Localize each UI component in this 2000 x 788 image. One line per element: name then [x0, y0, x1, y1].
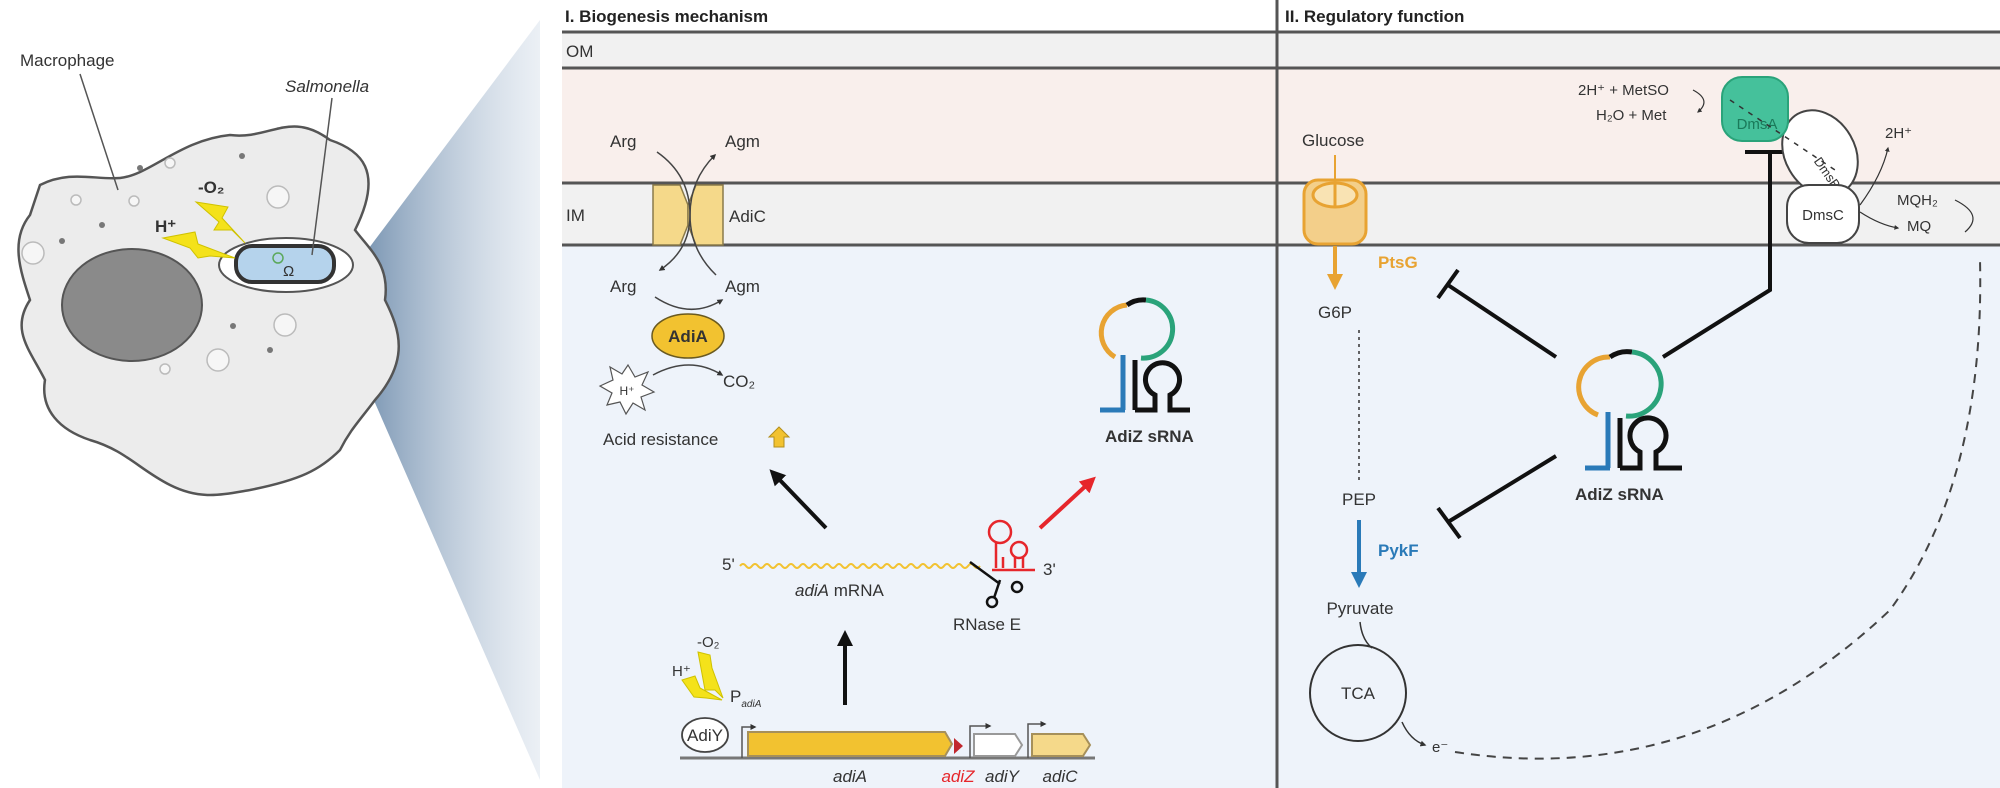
salmonella-label: Salmonella [285, 77, 369, 96]
promoter-label: PadiA [730, 687, 762, 710]
salmonella-cell [234, 244, 336, 284]
macrophage-pointer [79, 73, 119, 191]
five-prime-label: 5' [722, 555, 735, 574]
lightning-bolt-icon [194, 201, 246, 244]
svg-text:Ω: Ω [283, 263, 294, 280]
panel-two-title: II. Regulatory function [1285, 7, 1464, 26]
svg-text:-O₂: -O₂ [697, 634, 720, 651]
membrane-bands [562, 0, 2000, 788]
cell-panel: Ω -O₂ H⁺ Macrophage Salmonella [17, 20, 540, 780]
granules [59, 153, 273, 353]
tca-cycle [1309, 644, 1407, 742]
g6p-label: G6P [1318, 303, 1352, 322]
arg-in-label: Arg [610, 277, 636, 296]
agm-out-label: Agm [725, 132, 760, 151]
svg-text:H⁺: H⁺ [672, 663, 691, 680]
ptsg-label: PtsG [1378, 253, 1418, 272]
dmsc-subunit [1786, 184, 1860, 244]
svg-text:DmsC: DmsC [1802, 207, 1844, 224]
dmsa-subunit [1721, 76, 1789, 142]
adiz-srna-icon [1098, 297, 1190, 413]
svg-text:H⁺: H⁺ [620, 384, 635, 398]
ptsg-transporter [1302, 178, 1368, 246]
acid-resistance-label: Acid resistance [603, 430, 718, 449]
adia-enzyme [651, 313, 725, 359]
adic-transporter [652, 184, 724, 246]
operon: AdiY [680, 717, 1095, 760]
pep-label: PEP [1342, 490, 1376, 509]
macrophage-cell [17, 125, 400, 497]
om-label: OM [566, 42, 593, 61]
mrna-label: adiA mRNA [795, 581, 884, 600]
adiz-srna-icon [1576, 349, 1682, 471]
svg-text:AdiY: AdiY [687, 726, 723, 745]
lightning-bolt-icon [681, 675, 723, 701]
proton-burst-icon [598, 363, 656, 416]
up-arrow-icon [767, 426, 791, 448]
tca-label: TCA [1341, 684, 1376, 703]
proton-label: H⁺ [155, 217, 176, 236]
three-prime-label: 3' [1043, 560, 1056, 579]
adic-label: AdiC [729, 207, 766, 226]
adiy-regulator [681, 717, 729, 753]
electron-label: e⁻ [1432, 739, 1448, 756]
im-label: IM [566, 206, 585, 225]
gene-adia: adiA [833, 767, 867, 786]
salmonella-pointer [311, 97, 333, 256]
metso-label: 2H⁺ + MetSO [1578, 82, 1669, 99]
lightning-bolt-icon [161, 231, 236, 259]
two-h-label: 2H⁺ [1885, 125, 1912, 142]
glucose-label: Glucose [1302, 131, 1364, 150]
panel-biogenesis: I. Biogenesis mechanism OM IM AdiC Arg A… [565, 7, 1194, 786]
lightning-bolt-icon [697, 651, 724, 699]
adiz-srna-label: AdiZ sRNA [1105, 427, 1194, 446]
co2-label: CO₂ [723, 372, 755, 391]
red-srna-precursor [987, 519, 1035, 572]
zoom-cone [330, 20, 540, 780]
arg-out-label: Arg [610, 132, 636, 151]
gene-adiz: adiZ [941, 767, 975, 786]
gene-adiy: adiY [985, 767, 1021, 786]
processing-arrow [1038, 476, 1096, 530]
superoxide-label: -O₂ [198, 178, 224, 197]
inhibition-lines [1436, 150, 1795, 540]
adia-mrna [739, 563, 981, 569]
gene-adic: adiC [1043, 767, 1079, 786]
met-label: H₂O + Met [1596, 107, 1667, 124]
agm-in-label: Agm [725, 277, 760, 296]
translation-arrow [769, 469, 828, 530]
panel-regulatory: II. Regulatory function Glucose PtsG G6P… [1285, 7, 1982, 760]
scissors-icon [969, 560, 1024, 609]
rnase-label: RNase E [953, 615, 1021, 634]
vesicles [21, 157, 297, 375]
panel-one-title: I. Biogenesis mechanism [565, 7, 768, 26]
pykf-label: PykF [1378, 541, 1419, 560]
adiz-srna-label: AdiZ sRNA [1575, 485, 1664, 504]
macrophage-label: Macrophage [20, 51, 115, 70]
mqh2-label: MQH₂ [1897, 192, 1938, 209]
mq-label: MQ [1907, 218, 1931, 235]
nucleus [61, 248, 203, 362]
adia-label: AdiA [668, 327, 708, 346]
pyruvate-label: Pyruvate [1326, 599, 1393, 618]
svg-text:DmsA: DmsA [1737, 116, 1778, 133]
